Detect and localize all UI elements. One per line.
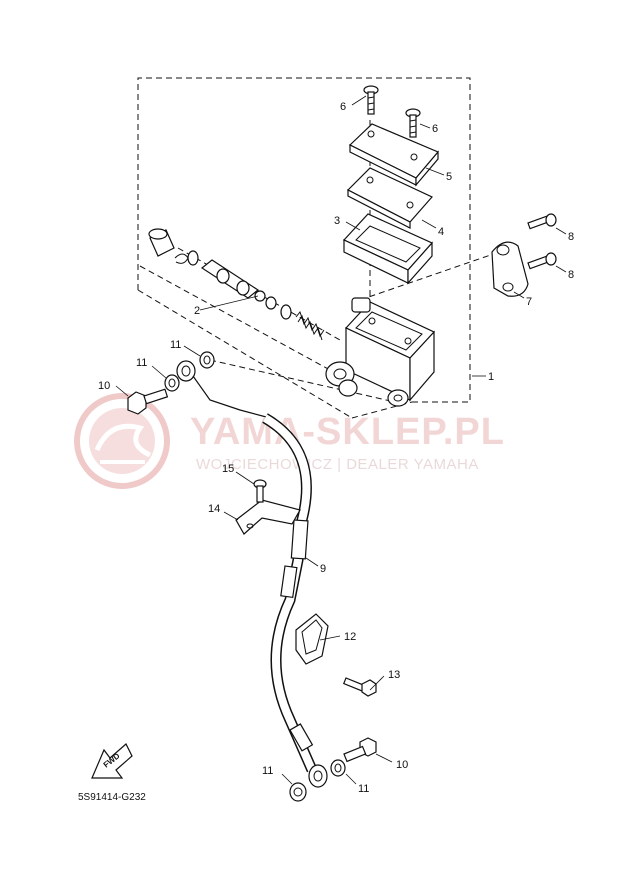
- piston-spring: [295, 310, 325, 341]
- callout-12: 12: [344, 631, 356, 643]
- callout-10-upper: 10: [98, 380, 110, 392]
- callout-6-left: 6: [340, 101, 346, 113]
- callout-9: 9: [320, 563, 326, 575]
- callout-15: 15: [222, 463, 234, 475]
- holder-bolt-upper: [527, 213, 557, 230]
- callout-11-upper-left: 11: [136, 357, 147, 369]
- hose-holder: [295, 613, 329, 665]
- callout-8-lower: 8: [568, 269, 574, 281]
- holder-bolt: [342, 677, 377, 697]
- union-bolt-lower: [343, 737, 377, 763]
- washer-lower-left: [289, 782, 307, 802]
- callout-10-lower: 10: [396, 759, 408, 771]
- callout-8-upper: 8: [568, 231, 574, 243]
- leader-lines: [115, 95, 567, 785]
- callout-11-lower-left: 11: [262, 765, 273, 777]
- guide-bolt: [253, 479, 267, 503]
- union-bolt-upper: [127, 388, 169, 415]
- hose-guide: [235, 499, 301, 535]
- washer-lower-right: [330, 759, 346, 777]
- callout-5: 5: [446, 171, 452, 183]
- master-cylinder-body: [325, 297, 435, 407]
- holder-bracket: [491, 241, 529, 297]
- screw-6-right: [405, 108, 421, 138]
- callout-2: 2: [194, 305, 200, 317]
- brake-hose: [176, 360, 328, 788]
- forward-arrow: FWD: [91, 743, 133, 779]
- washer-upper-right: [199, 351, 215, 369]
- watermark-subline: WOJCIECHOWICZ | DEALER YAMAHA: [196, 456, 479, 473]
- callout-14: 14: [208, 503, 220, 515]
- piston-kit: [148, 228, 325, 341]
- callout-6-right: 6: [432, 123, 438, 135]
- cap-plate: [346, 167, 433, 229]
- callout-11-upper-right: 11: [170, 339, 181, 351]
- watermark-brand: YAMA-SKLEP.PL: [190, 411, 505, 453]
- callout-3: 3: [334, 215, 340, 227]
- watermark-logo: [74, 393, 170, 489]
- diaphragm: [343, 213, 433, 285]
- callout-1: 1: [488, 371, 494, 383]
- holder-bolt-lower: [527, 252, 557, 270]
- callout-7: 7: [526, 296, 532, 308]
- callout-11-lower-right: 11: [358, 783, 369, 795]
- callout-4: 4: [438, 226, 444, 238]
- callout-13: 13: [388, 669, 400, 681]
- washer-upper-left: [164, 374, 180, 392]
- diagram-code: 5S91414-G232: [78, 792, 146, 803]
- screw-6-left: [363, 85, 379, 115]
